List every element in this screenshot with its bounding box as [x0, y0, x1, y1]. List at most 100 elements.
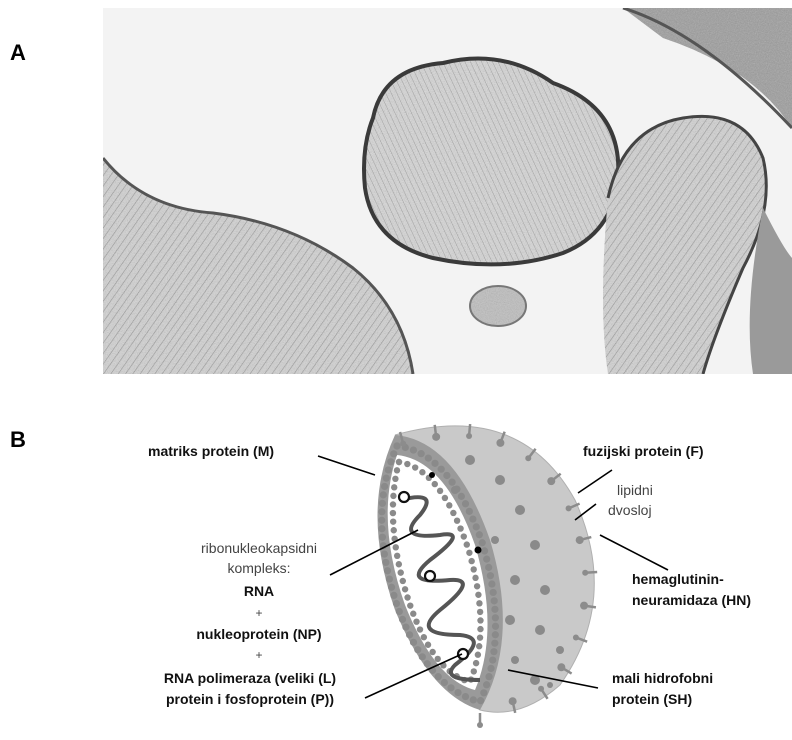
membrane-bead [406, 631, 413, 638]
membrane-bead [468, 558, 474, 564]
membrane-bead [390, 510, 396, 516]
membrane-bead [378, 517, 385, 524]
leader-fusion [578, 470, 612, 493]
membrane-bead [425, 642, 431, 648]
membrane-bead [441, 679, 448, 686]
spike-head [580, 602, 588, 610]
label-polymerase-2: protein i fosfoprotein (P)) [130, 689, 370, 709]
membrane-bead [454, 689, 461, 696]
membrane-bead [447, 684, 454, 691]
membrane-bead [400, 578, 406, 584]
membrane-bead [419, 653, 426, 660]
membrane-bead [410, 639, 417, 646]
membrane-bead [477, 609, 483, 615]
spike-head [477, 722, 483, 728]
membrane-bead [492, 631, 499, 638]
membrane-bead [462, 500, 469, 507]
membrane-bead [477, 617, 483, 623]
membrane-bead [491, 597, 498, 604]
membrane-bead [399, 616, 406, 623]
membrane-bead [487, 665, 494, 672]
membrane-bead [485, 673, 492, 680]
membrane-bead [378, 525, 385, 532]
membrane-bead [437, 488, 443, 494]
membrane-bead [404, 594, 410, 600]
spike-head [525, 455, 531, 461]
membrane-bead [492, 623, 499, 630]
membrane-bead [393, 442, 400, 449]
label-nucleoprotein: nukleoprotein (NP) [154, 624, 364, 644]
membrane-bead [394, 467, 400, 473]
membrane-bead [476, 600, 482, 606]
membrane-bead [402, 624, 409, 631]
membrane-bead [457, 525, 463, 531]
membrane-bead [410, 446, 417, 453]
spike-head [547, 477, 555, 485]
membrane-bead [412, 464, 418, 470]
membrane-bead [431, 460, 438, 467]
membrane-bead [390, 493, 396, 499]
label-fusion-protein: fuzijski protein (F) [583, 441, 704, 461]
membrane-bead [413, 618, 419, 624]
panel-a-letter: A [10, 40, 26, 66]
spike-head [557, 663, 565, 671]
membrane-bead [470, 696, 477, 703]
label-rna: RNA [154, 581, 364, 601]
label-sh-2: protein (SH) [612, 689, 692, 709]
membrane-bead [379, 534, 386, 541]
label-sh-1: mali hidrofobni [612, 668, 713, 688]
membrane-bead [490, 648, 497, 655]
spike-head [573, 634, 579, 640]
membrane-bead [380, 491, 387, 498]
membrane-bead [384, 567, 391, 574]
membrane-bead [407, 602, 413, 608]
membrane-bead [477, 697, 484, 704]
electron-micrograph [103, 8, 792, 374]
label-polymerase-1: RNA polimeraza (veliki (L) [130, 668, 370, 688]
polymerase-complex [425, 571, 435, 581]
membrane-bead [466, 550, 472, 556]
label-lipid-bilayer-2: dvosloj [608, 500, 652, 520]
label-lipid-bilayer-1: lipidni [617, 480, 653, 500]
small-vesicle [470, 286, 526, 326]
label-rnp-1: ribonukleokapsidni [154, 538, 364, 558]
membrane-bead [402, 586, 408, 592]
membrane-bead [391, 484, 397, 490]
membrane-bead [464, 541, 470, 547]
membrane-bead [449, 479, 456, 486]
membrane-bead [490, 589, 497, 596]
membrane-bead [487, 572, 494, 579]
membrane-bead [398, 569, 404, 575]
membrane-bead [429, 649, 435, 655]
membrane-bead [385, 466, 392, 473]
membrane-bead [390, 592, 397, 599]
membrane-bead [393, 544, 399, 550]
membrane-bead [461, 533, 467, 539]
spike-head [466, 433, 472, 439]
membrane-bead [488, 580, 495, 587]
membrane-bead [390, 518, 396, 524]
membrane-bead [387, 458, 394, 465]
spike-head [496, 439, 504, 447]
membrane-bead [438, 466, 445, 473]
membrane-bead [474, 583, 480, 589]
membrane-bead [481, 547, 488, 554]
membrane-bead [379, 500, 386, 507]
membrane-bead [472, 575, 478, 581]
membrane-bead [392, 476, 398, 482]
membrane-bead [404, 461, 410, 467]
label-plus-1: + [154, 603, 364, 623]
membrane-bead [476, 643, 482, 649]
membrane-bead [462, 693, 469, 700]
membrane-bead [483, 681, 490, 688]
membrane-bead [418, 450, 425, 457]
spike-head [509, 697, 517, 705]
membrane-bead [471, 566, 477, 572]
membrane-bead [479, 539, 486, 546]
membrane-bead [435, 673, 442, 680]
polymerase-complex [458, 649, 468, 659]
membrane-bead [485, 564, 492, 571]
membrane-bead [396, 561, 402, 567]
spike-head [582, 570, 588, 576]
label-hn-1: hemaglutinin- [632, 569, 724, 589]
